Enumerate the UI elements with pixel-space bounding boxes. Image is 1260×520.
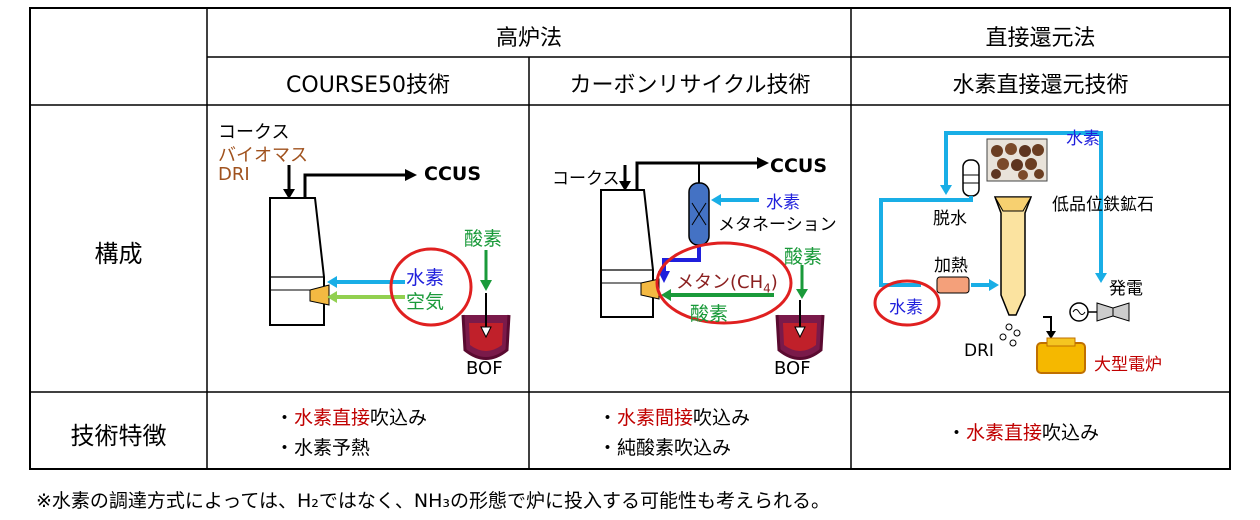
carbon-bof-label: BOF [774,358,811,379]
h2-features: ・水素直接吹込み [947,418,1099,448]
carbon-oxygen-label: 酸素 [690,303,729,325]
h2-hydrogen-top-label: 水素 [1066,129,1100,149]
highlight-ellipse [389,247,473,327]
h2-power-label: 発電 [1109,279,1143,299]
h2-direct-diagram [873,131,1130,374]
carbon-hydrogen-label: 水素 [766,193,800,213]
h2-hydrogen-label: 水素 [889,298,923,318]
carbon-coke-label: コークス [552,169,620,189]
bof-vessel [461,293,511,360]
shaft-furnace [993,196,1033,316]
course50-features: ・水素直接吹込み ・水素予熱 [275,403,427,463]
course50-ccus-label: CCUS [424,163,481,185]
footnote: ※水素の調達方式によっては、H₂ではなく、NH₃の形態で炉に投入する可能性も考え… [36,490,831,512]
dehydrator [962,159,980,197]
highlight-ellipse [655,241,793,325]
header-blast-furnace: 高炉法 [495,26,562,51]
row-label-features: 技術特徴 [70,422,167,450]
header-direct-reduction: 直接還元法 [985,26,1096,51]
carbon-feature-2: ・純酸素吹込み [598,437,732,459]
carbon-ccus-label: CCUS [770,155,827,177]
row-label-config: 構成 [94,240,143,268]
course50-hydrogen-label: 水素 [406,267,445,289]
course50-bof-label: BOF [466,358,503,379]
course50-diagram [269,165,511,360]
h2-dehydration-label: 脱水 [933,209,967,229]
carbon-methanation-label: メタネーション [718,215,837,235]
h2-heating-label: 加熱 [934,256,968,276]
turbine [1096,302,1114,322]
header-course50: COURSE50技術 [286,73,450,98]
heater [936,276,970,294]
carbon-methane-label: メタン(CH4) [676,272,778,296]
carbon-features: ・水素間接吹込み ・純酸素吹込み [598,403,750,463]
h2-low-grade-ore-label: 低品位鉄鉱石 [1052,195,1154,215]
course50-coke-label: コークス [218,122,290,143]
highlight-ellipse [873,279,941,327]
header-carbon-recycle: カーボンリサイクル技術 [569,73,811,98]
carbon-feature-1: ・水素間接吹込み [598,407,751,429]
course50-feature-2: ・水素予熱 [275,437,371,459]
course50-dri-label: DRI [218,164,250,185]
bof-vessel [775,300,825,360]
carbon-recycle-diagram [600,157,825,360]
course50-air-label: 空気 [406,291,445,313]
electric-arc-furnace [1036,342,1086,374]
h2-feature-1: ・水素直接吹込み [947,422,1100,444]
carbon-oxygen-top-label: 酸素 [784,246,823,268]
h2-eaf-label: 大型電炉 [1094,355,1162,375]
h2-dri-label: DRI [964,341,994,361]
course50-oxygen-label: 酸素 [464,228,503,250]
course50-biomass-label: バイオマス [218,145,308,166]
header-h2-direct: 水素直接還元技術 [952,73,1129,98]
course50-feature-1: ・水素直接吹込み [275,407,428,429]
